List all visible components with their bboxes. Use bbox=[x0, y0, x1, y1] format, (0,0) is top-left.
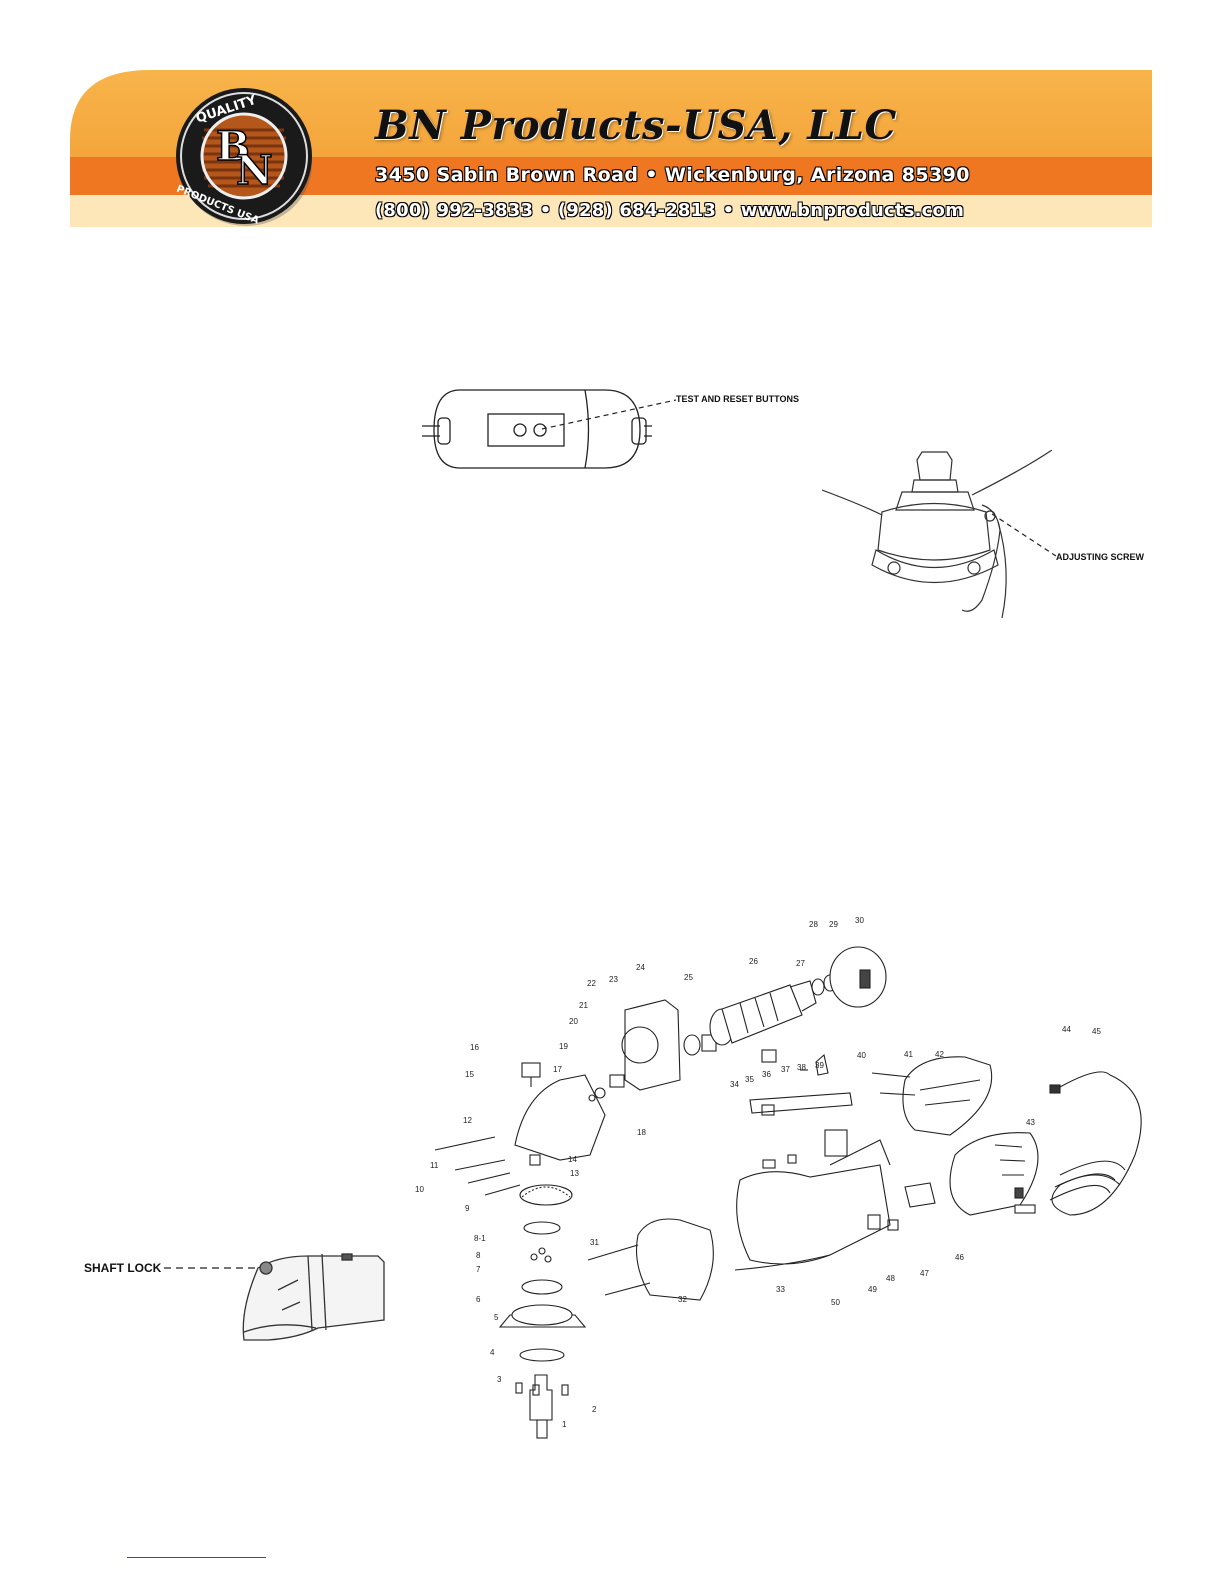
part-number: 45 bbox=[1092, 1027, 1101, 1036]
part-number: 2 bbox=[592, 1405, 597, 1414]
part-number: 6 bbox=[476, 1295, 481, 1304]
part-number: 35 bbox=[745, 1075, 754, 1084]
gfci-callout: TEST AND RESET BUTTONS bbox=[676, 394, 800, 404]
part-number: 50 bbox=[831, 1298, 840, 1307]
part-number: 13 bbox=[570, 1169, 579, 1178]
guard-callout: ADJUSTING SCREW bbox=[1056, 552, 1145, 562]
part-number: 39 bbox=[815, 1061, 824, 1070]
shaft-lock-illustration bbox=[238, 1250, 386, 1342]
grinder-head-icon bbox=[242, 1253, 385, 1341]
guard-illustration bbox=[821, 449, 1053, 620]
part-number: 23 bbox=[609, 975, 618, 984]
part-number: 49 bbox=[868, 1285, 877, 1294]
part-number: 28 bbox=[809, 920, 818, 929]
part-number: 1 bbox=[562, 1420, 567, 1429]
part-number: 44 bbox=[1062, 1025, 1071, 1034]
part-number: 34 bbox=[730, 1080, 739, 1089]
part-number: 38 bbox=[797, 1063, 806, 1072]
company-logo: B N QUALITY PRODUCTS USA bbox=[172, 80, 317, 230]
part-number: 19 bbox=[559, 1042, 568, 1051]
shaft-lock-leader-line bbox=[164, 1267, 258, 1269]
part-number: 4 bbox=[490, 1348, 495, 1357]
part-number: 47 bbox=[920, 1269, 929, 1278]
gfci-leader-line bbox=[541, 399, 677, 430]
part-number: 18 bbox=[637, 1128, 646, 1137]
exploded-parts-diagram: 1 2 3 4 5 6 7 8 8-1 9 10 11 12 13 14 15 … bbox=[410, 915, 1160, 1455]
part-number: 14 bbox=[568, 1155, 577, 1164]
part-number: 17 bbox=[553, 1065, 562, 1074]
part-number: 24 bbox=[636, 963, 645, 972]
parts-drawing bbox=[434, 946, 1142, 1439]
company-address: 3450 Sabin Brown Road • Wickenburg, Ariz… bbox=[375, 164, 970, 186]
part-number: 12 bbox=[463, 1116, 472, 1125]
part-number: 15 bbox=[465, 1070, 474, 1079]
svg-text:N: N bbox=[236, 147, 273, 194]
part-number: 29 bbox=[829, 920, 838, 929]
part-number: 20 bbox=[569, 1017, 578, 1026]
part-number: 16 bbox=[470, 1043, 479, 1052]
company-contact: (800) 992-3833 • (928) 684-2813 • www.bn… bbox=[375, 200, 965, 221]
part-number: 46 bbox=[955, 1253, 964, 1262]
part-number: 43 bbox=[1026, 1118, 1035, 1127]
part-number: 42 bbox=[935, 1050, 944, 1059]
part-number: 7 bbox=[476, 1265, 481, 1274]
part-number: 37 bbox=[781, 1065, 790, 1074]
part-number: 27 bbox=[796, 959, 805, 968]
part-number: 5 bbox=[494, 1313, 499, 1322]
part-number: 33 bbox=[776, 1285, 785, 1294]
part-number: 26 bbox=[749, 957, 758, 966]
guard-leader-line bbox=[991, 513, 1057, 557]
part-number: 40 bbox=[857, 1051, 866, 1060]
part-number: 9 bbox=[465, 1204, 470, 1213]
footer-link-underline[interactable] bbox=[127, 1557, 266, 1558]
part-number: 22 bbox=[587, 979, 596, 988]
part-number: 31 bbox=[590, 1238, 599, 1247]
part-number: 41 bbox=[904, 1050, 913, 1059]
part-number: 36 bbox=[762, 1070, 771, 1079]
part-number: 3 bbox=[497, 1375, 502, 1384]
part-number: 25 bbox=[684, 973, 693, 982]
part-number: 21 bbox=[579, 1001, 588, 1010]
company-name: BN Products-USA, LLC bbox=[375, 102, 897, 149]
gfci-plug-icon bbox=[422, 389, 652, 469]
part-number: 11 bbox=[430, 1161, 439, 1170]
part-number: 48 bbox=[886, 1274, 895, 1283]
part-number: 8 bbox=[476, 1251, 481, 1260]
gfci-illustration bbox=[420, 388, 660, 470]
shaft-lock-callout: SHAFT LOCK bbox=[84, 1261, 162, 1275]
part-number: 8-1 bbox=[474, 1234, 486, 1243]
bn-seal-icon: B N QUALITY PRODUCTS USA bbox=[175, 88, 312, 227]
svg-text:B: B bbox=[216, 123, 250, 170]
part-number: 10 bbox=[415, 1185, 424, 1194]
wheel-guard-icon bbox=[821, 449, 1053, 619]
part-number: 30 bbox=[855, 916, 864, 925]
part-number: 32 bbox=[678, 1295, 687, 1304]
